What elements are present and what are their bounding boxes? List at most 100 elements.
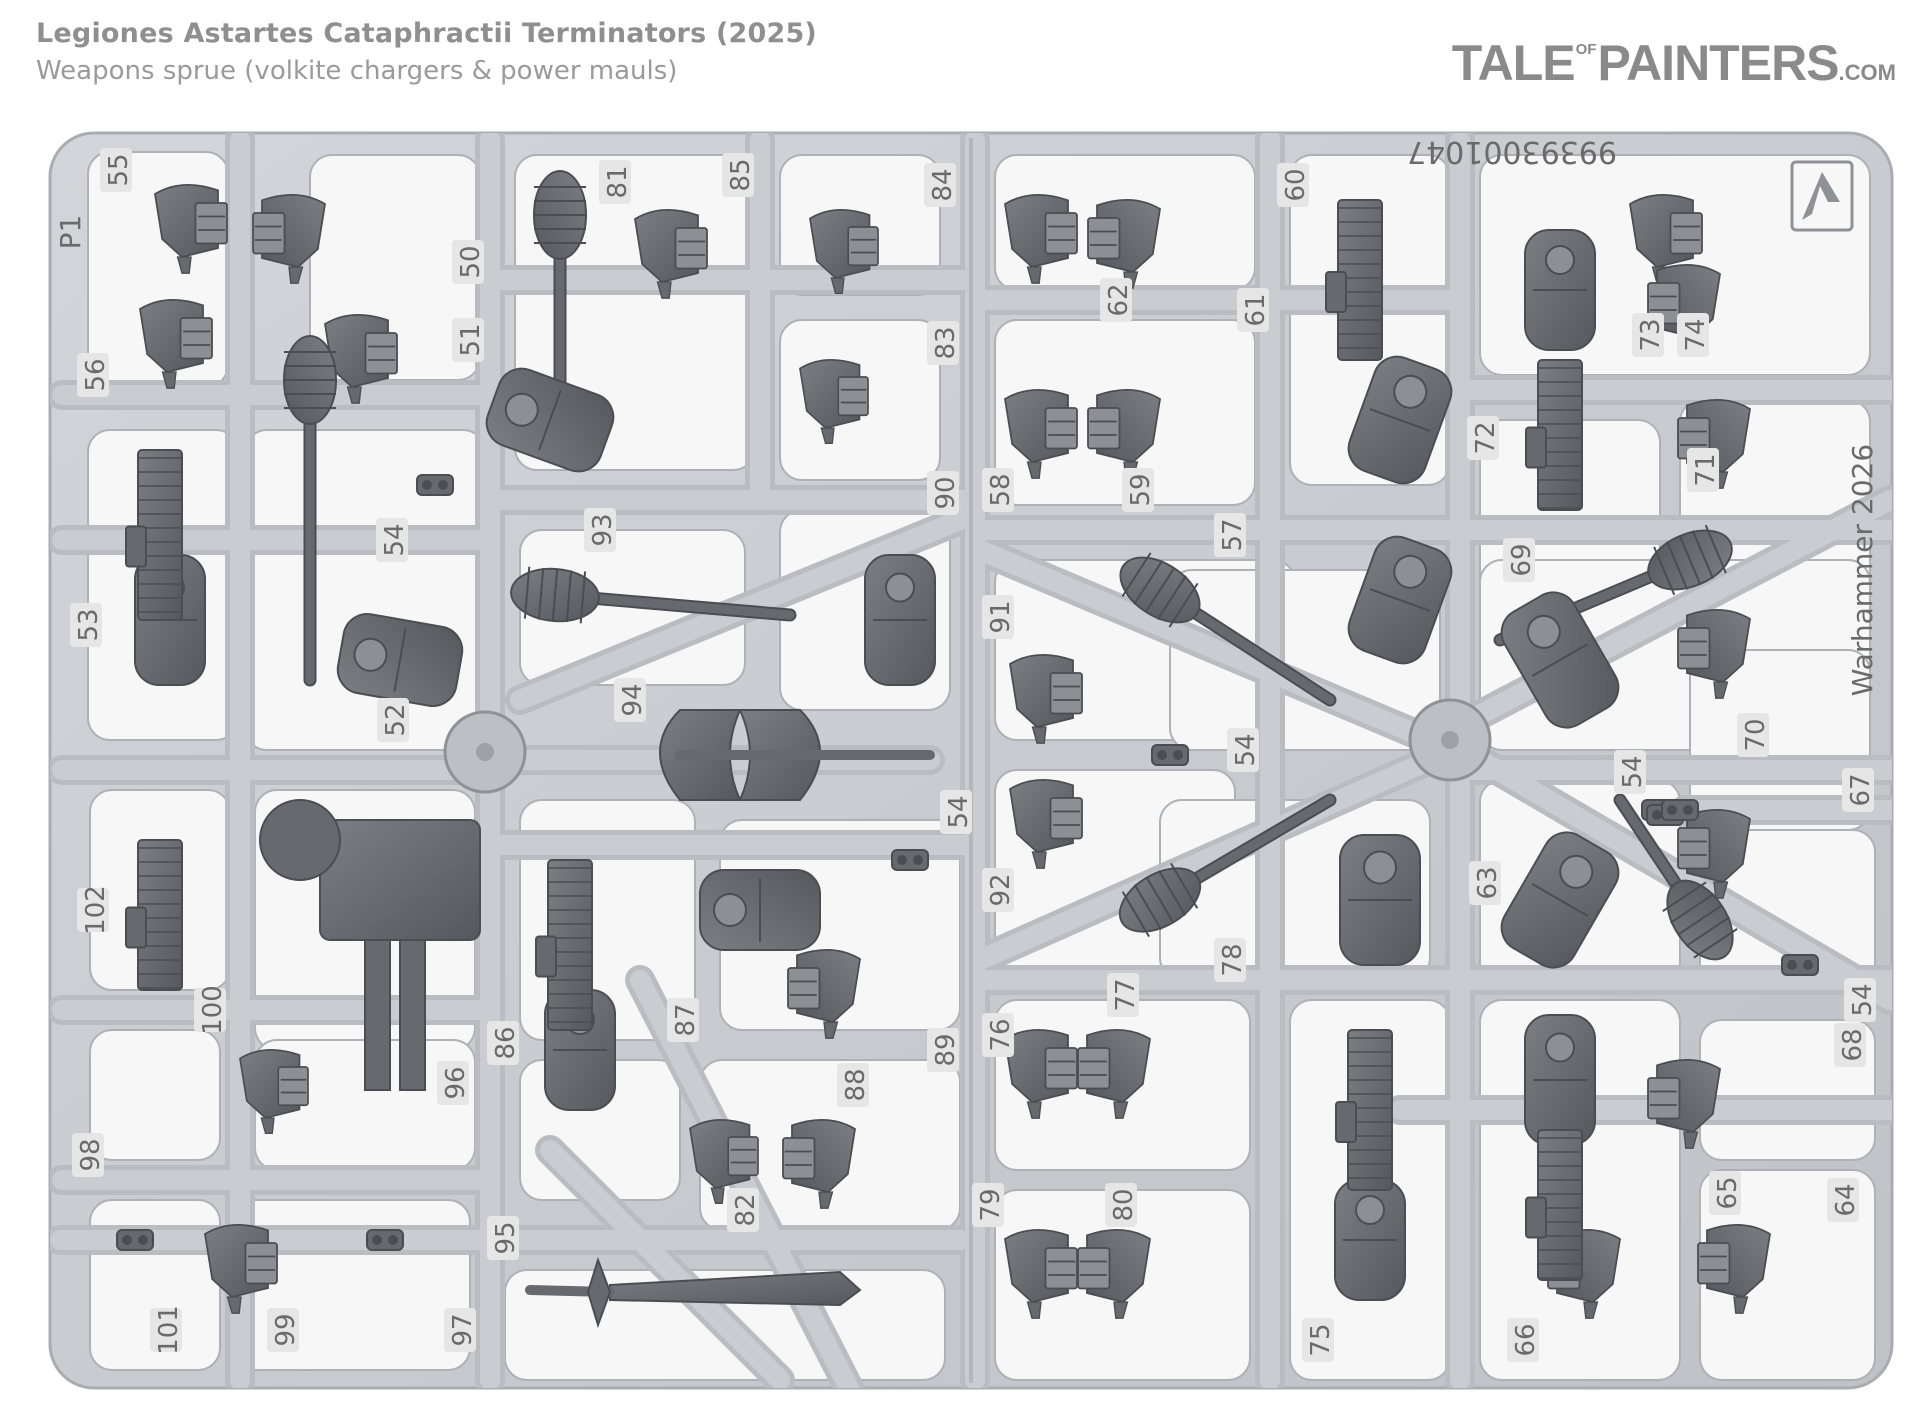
part-number-label: 89 <box>927 1028 961 1072</box>
part-number-label: 60 <box>1277 163 1311 207</box>
terminator-arm-part <box>1347 355 1453 485</box>
part-number-label: 90 <box>927 471 961 515</box>
part-number-label: 102 <box>77 885 111 935</box>
sprue-runner <box>540 1140 790 1388</box>
part-number-label: 61 <box>1237 288 1271 332</box>
part-number: 74 <box>1681 318 1711 351</box>
part-number: 54 <box>1618 755 1648 788</box>
brand-logo-part: PAINTERS <box>1597 35 1839 91</box>
power-maul-part <box>1613 793 1738 961</box>
part-number-label: 62 <box>1100 278 1134 322</box>
part-number-label: 52 <box>377 698 411 742</box>
shoulder-pad-part <box>252 193 326 284</box>
shoulder-pad-part <box>1004 1228 1078 1319</box>
part-number-label: 54 <box>1227 728 1261 772</box>
part-number-label: 97 <box>444 1308 478 1352</box>
power-axe-part <box>659 709 935 801</box>
part-number: 72 <box>1471 421 1501 454</box>
part-number-label: 86 <box>487 1021 521 1065</box>
shoulder-pad-part <box>1677 608 1751 699</box>
shoulder-pad-part <box>799 359 869 444</box>
part-number: 57 <box>1218 518 1248 551</box>
part-number-label: 83 <box>927 321 961 365</box>
part-number-label: 82 <box>727 1188 761 1232</box>
part-number: 99 <box>271 1313 301 1346</box>
part-number: 54 <box>944 795 974 828</box>
sprue-runner <box>970 750 1440 970</box>
small-bit-part <box>1151 744 1189 766</box>
terminator-arm-part <box>1524 1014 1596 1146</box>
shoulder-pad-part <box>1697 1223 1771 1314</box>
part-number-label: 92 <box>982 868 1016 912</box>
part-number: 67 <box>1846 773 1876 806</box>
terminator-arm-part <box>1500 591 1620 729</box>
shoulder-pad-part <box>782 1118 856 1209</box>
heavy-weapon-part <box>259 799 481 1091</box>
part-number: 55 <box>104 153 134 186</box>
part-number-label: 73 <box>1632 313 1666 357</box>
part-number: 89 <box>931 1033 961 1066</box>
part-number-label: 68 <box>1834 1023 1868 1067</box>
part-number-label: 77 <box>1107 973 1141 1017</box>
part-number: 92 <box>986 873 1016 906</box>
part-number-label: 54 <box>940 790 974 834</box>
shoulder-pad-part <box>139 298 213 389</box>
part-number: 60 <box>1281 168 1311 201</box>
part-number: 100 <box>198 985 228 1035</box>
part-number-label: 75 <box>1302 1318 1336 1362</box>
part-number-label: 76 <box>982 1013 1016 1057</box>
small-bit-part <box>1781 954 1819 976</box>
part-number: 81 <box>603 165 633 198</box>
part-number-label: 58 <box>982 468 1016 512</box>
part-number: 91 <box>986 600 1016 633</box>
part-number: 65 <box>1713 1176 1743 1209</box>
small-bit-part <box>366 1229 404 1251</box>
part-number-label: 65 <box>1709 1171 1743 1215</box>
part-number-label: 66 <box>1507 1318 1541 1362</box>
part-number: 88 <box>841 1068 871 1101</box>
part-number: 85 <box>726 158 756 191</box>
part-number-label: 88 <box>837 1063 871 1107</box>
part-number: 70 <box>1741 718 1771 751</box>
part-number-label: 71 <box>1687 448 1721 492</box>
volkite-charger-part <box>1335 1029 1393 1191</box>
terminator-arm-part <box>1339 834 1421 966</box>
part-number: 98 <box>76 1138 106 1171</box>
terminator-arm-part <box>485 367 615 473</box>
brand-logo: TALEOFPAINTERS.COM <box>1452 34 1896 92</box>
part-number: 94 <box>618 683 648 716</box>
part-number-label: 87 <box>667 998 701 1042</box>
part-number-label: 70 <box>1737 713 1771 757</box>
shoulder-pad-part <box>1004 388 1078 479</box>
small-bit-part <box>1661 799 1699 821</box>
terminator-arm-part <box>1500 831 1620 969</box>
part-number: 51 <box>456 323 486 356</box>
injection-point-right <box>1408 698 1492 782</box>
part-number-label: 53 <box>70 603 104 647</box>
volkite-charger-part <box>1325 199 1383 361</box>
shoulder-pad-part <box>204 1223 278 1314</box>
part-number: 78 <box>1218 943 1248 976</box>
part-number-label: 91 <box>982 595 1016 639</box>
part-number: 59 <box>1126 473 1156 506</box>
shoulder-pad-part <box>1077 1028 1151 1119</box>
part-number: 61 <box>1241 293 1271 326</box>
part-number-label: 80 <box>1105 1183 1139 1227</box>
shoulder-pad-part <box>1004 193 1078 284</box>
manufacturer-logo <box>1790 160 1854 232</box>
power-maul-part <box>1119 552 1337 707</box>
part-number: 83 <box>931 326 961 359</box>
part-number: 90 <box>931 476 961 509</box>
part-number: 73 <box>1636 318 1666 351</box>
part-number-label: 72 <box>1467 416 1501 460</box>
part-number: 96 <box>441 1066 471 1099</box>
part-number: 97 <box>448 1313 478 1346</box>
part-number-label: 74 <box>1677 313 1711 357</box>
part-number-label: 67 <box>1842 768 1876 812</box>
volkite-charger-part <box>125 449 183 621</box>
part-number: 62 <box>1104 283 1134 316</box>
terminator-arm-part <box>864 554 936 686</box>
part-number: 75 <box>1306 1323 1336 1356</box>
part-number: 86 <box>491 1026 521 1059</box>
terminator-arm-part <box>1347 535 1453 665</box>
